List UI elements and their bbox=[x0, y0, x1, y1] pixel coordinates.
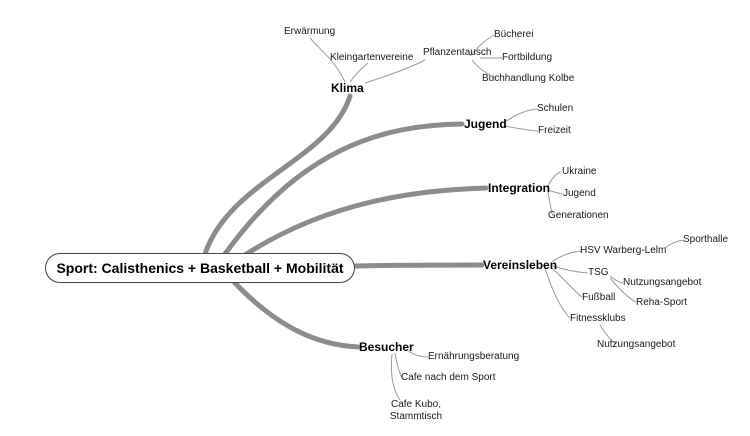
branch-besucher[interactable]: Besucher bbox=[359, 340, 414, 354]
node-cafe-kubo-stammtisch[interactable]: Cafe Kubo, Stammtisch bbox=[388, 399, 444, 423]
node-cafe-kubo-line2: Stammtisch bbox=[389, 411, 443, 422]
node-fitnessklubs[interactable]: Fitnessklubs bbox=[570, 313, 626, 324]
node-nutzungsangebot-2[interactable]: Nutzungsangebot bbox=[597, 339, 676, 350]
node-generationen[interactable]: Generationen bbox=[548, 210, 609, 221]
branch-line-klima bbox=[202, 93, 353, 257]
node-fortbildung[interactable]: Fortbildung bbox=[502, 52, 553, 63]
node-kleingartenvereine[interactable]: Kleingartenvereine bbox=[330, 52, 414, 63]
branch-line-besucher bbox=[232, 280, 361, 350]
node-freizeit[interactable]: Freizeit bbox=[538, 125, 571, 136]
node-hsv-warberg-lelm[interactable]: HSV Warberg-Lelm bbox=[580, 245, 667, 256]
branch-integration[interactable]: Integration bbox=[488, 181, 550, 195]
node-erwaermung[interactable]: Erwärmung bbox=[284, 26, 336, 37]
node-buchhandlung[interactable]: Buchhandlung Kolbe bbox=[482, 73, 575, 84]
node-ernaehrungsberatung[interactable]: Ernährungsberatung bbox=[428, 351, 520, 362]
node-sporthalle[interactable]: Sporthalle bbox=[683, 234, 729, 245]
node-buecherei[interactable]: Bücherei bbox=[494, 29, 534, 40]
node-nutzungsangebot-1[interactable]: Nutzungsangebot bbox=[623, 277, 702, 288]
branch-line-jugend bbox=[222, 121, 465, 257]
node-fussball[interactable]: Fußball bbox=[582, 292, 616, 303]
central-topic[interactable]: Sport: Calisthenics + Basketball + Mobil… bbox=[45, 253, 355, 283]
branch-klima[interactable]: Klima bbox=[331, 81, 364, 95]
node-tsg[interactable]: TSG bbox=[588, 267, 609, 278]
node-ukraine[interactable]: Ukraine bbox=[562, 166, 597, 177]
branch-line-vereinsleben bbox=[352, 262, 485, 269]
node-jugend[interactable]: Jugend bbox=[563, 188, 596, 199]
node-reha-sport[interactable]: Reha-Sport bbox=[636, 297, 688, 308]
branch-line-integration bbox=[242, 185, 489, 258]
branch-vereinsleben[interactable]: Vereinsleben bbox=[483, 258, 558, 272]
node-pflanzentausch[interactable]: Pflanzentausch bbox=[423, 47, 492, 58]
node-schulen[interactable]: Schulen bbox=[537, 103, 574, 114]
branch-jugend[interactable]: Jugend bbox=[464, 117, 507, 131]
node-cafe-nach-dem-sport[interactable]: Cafe nach dem Sport bbox=[401, 372, 496, 383]
node-cafe-kubo-line1: Cafe Kubo, bbox=[390, 399, 442, 410]
